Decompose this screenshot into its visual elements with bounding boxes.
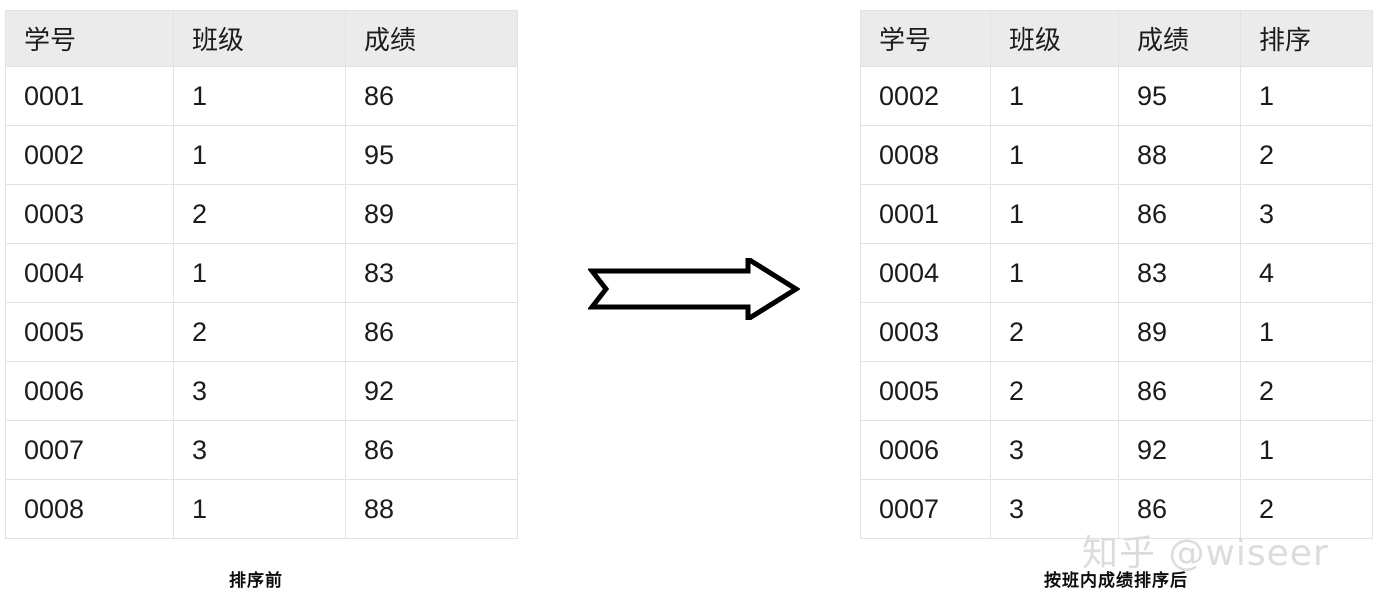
before-sort-table-body: 0001 1 86 0002 1 95 0003 2 89 0004 1 83 … [5,66,518,539]
caption-after-sort: 按班内成绩排序后 [1044,571,1188,590]
table-row: 0004 1 83 [5,243,518,303]
cell-student-id: 0003 [5,184,174,244]
cell-class: 1 [173,479,346,539]
after-sort-table-block: 学号 班级 成绩 排序 0002 1 95 1 0008 1 88 2 0001… [860,10,1373,539]
cell-student-id: 0003 [860,302,991,362]
table-row: 0008 1 88 [5,479,518,539]
table-row: 0002 1 95 1 [860,66,1373,126]
cell-class: 1 [990,184,1119,244]
table-row: 0004 1 83 4 [860,243,1373,303]
cell-rank: 2 [1240,361,1373,421]
table-row: 0005 2 86 [5,302,518,362]
cell-student-id: 0002 [5,125,174,185]
cell-rank: 2 [1240,479,1373,539]
column-header-score: 成绩 [345,10,518,67]
cell-class: 3 [990,479,1119,539]
cell-score: 92 [345,361,518,421]
cell-student-id: 0007 [5,420,174,480]
cell-class: 2 [990,361,1119,421]
cell-student-id: 0004 [860,243,991,303]
cell-student-id: 0005 [860,361,991,421]
table-row: 0003 2 89 [5,184,518,244]
table-row: 0007 3 86 2 [860,479,1373,539]
before-sort-table-block: 学号 班级 成绩 0001 1 86 0002 1 95 0003 2 89 [5,10,518,539]
cell-class: 1 [990,125,1119,185]
cell-score: 89 [345,184,518,244]
cell-class: 1 [173,125,346,185]
table-row: 0002 1 95 [5,125,518,185]
cell-class: 1 [990,66,1119,126]
cell-score: 86 [1118,479,1241,539]
cell-class: 2 [173,184,346,244]
cell-class: 1 [173,243,346,303]
column-header-class: 班级 [990,10,1119,67]
cell-rank: 3 [1240,184,1373,244]
column-header-student-id: 学号 [860,10,991,67]
cell-score: 86 [345,420,518,480]
cell-student-id: 0006 [860,420,991,480]
cell-student-id: 0002 [860,66,991,126]
cell-student-id: 0008 [860,125,991,185]
cell-rank: 1 [1240,302,1373,362]
table-row: 0003 2 89 1 [860,302,1373,362]
cell-score: 95 [345,125,518,185]
after-sort-table-body: 0002 1 95 1 0008 1 88 2 0001 1 86 3 0004… [860,66,1373,539]
cell-score: 89 [1118,302,1241,362]
right-block-arrow-icon [588,258,800,320]
cell-score: 86 [1118,361,1241,421]
table-row: 0005 2 86 2 [860,361,1373,421]
cell-rank: 1 [1240,66,1373,126]
cell-score: 88 [1118,125,1241,185]
cell-student-id: 0007 [860,479,991,539]
cell-student-id: 0006 [5,361,174,421]
right-block-arrow-svg [588,258,800,320]
cell-class: 3 [990,420,1119,480]
caption-before-sort: 排序前 [229,571,283,590]
cell-student-id: 0005 [5,302,174,362]
cell-score: 86 [345,302,518,362]
cell-rank: 4 [1240,243,1373,303]
before-sort-table: 学号 班级 成绩 0001 1 86 0002 1 95 0003 2 89 [5,10,518,539]
table-row: 0007 3 86 [5,420,518,480]
cell-student-id: 0001 [860,184,991,244]
table-row: 0006 3 92 1 [860,420,1373,480]
table-row: 0006 3 92 [5,361,518,421]
after-sort-table: 学号 班级 成绩 排序 0002 1 95 1 0008 1 88 2 0001… [860,10,1373,539]
cell-score: 86 [1118,184,1241,244]
cell-class: 2 [990,302,1119,362]
cell-class: 3 [173,420,346,480]
column-header-rank: 排序 [1240,10,1373,67]
column-header-class: 班级 [173,10,346,67]
cell-rank: 2 [1240,125,1373,185]
cell-student-id: 0008 [5,479,174,539]
column-header-student-id: 学号 [5,10,174,67]
cell-score: 83 [345,243,518,303]
cell-score: 83 [1118,243,1241,303]
table-row: 0008 1 88 2 [860,125,1373,185]
cell-class: 1 [990,243,1119,303]
cell-student-id: 0001 [5,66,174,126]
table-row: 0001 1 86 3 [860,184,1373,244]
cell-class: 3 [173,361,346,421]
cell-class: 1 [173,66,346,126]
cell-score: 86 [345,66,518,126]
table-row: 0001 1 86 [5,66,518,126]
cell-score: 92 [1118,420,1241,480]
column-header-score: 成绩 [1118,10,1241,67]
cell-rank: 1 [1240,420,1373,480]
cell-score: 95 [1118,66,1241,126]
table-header-row: 学号 班级 成绩 [5,10,518,67]
cell-class: 2 [173,302,346,362]
cell-score: 88 [345,479,518,539]
cell-student-id: 0004 [5,243,174,303]
table-header-row: 学号 班级 成绩 排序 [860,10,1373,67]
